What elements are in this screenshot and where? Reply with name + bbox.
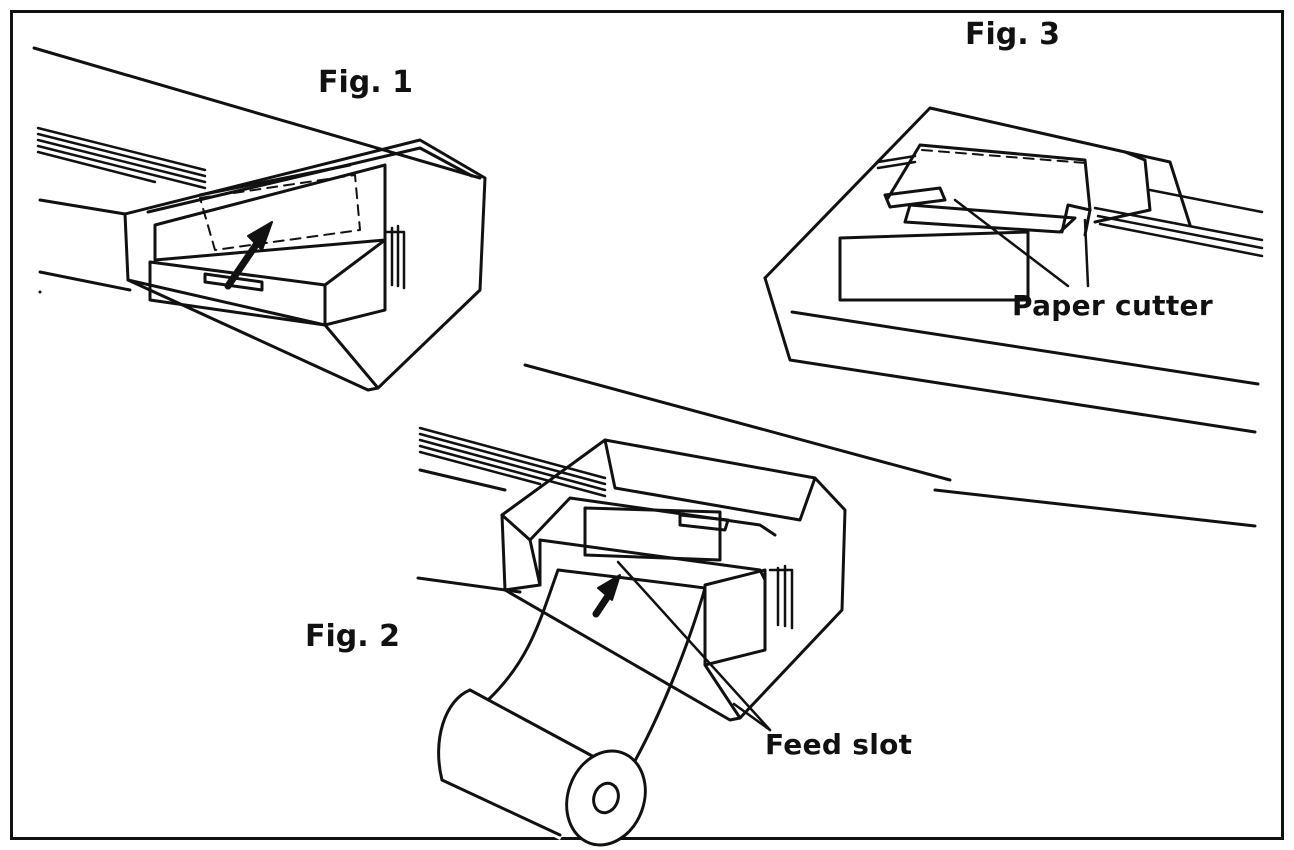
fig2-left-block (500, 513, 542, 592)
fig2-body-lower-edge (416, 576, 522, 594)
feed-slot-leader-2 (732, 702, 772, 732)
fig3-rail-stripes (876, 154, 1264, 258)
fig1-rail-stripes (36, 126, 207, 190)
fig2-right-block-edge (703, 663, 742, 720)
fig1-body-mid-edge (38, 198, 127, 216)
diagram-frame (10, 10, 1284, 840)
fig2-inner-cover (583, 506, 722, 562)
fig3-left-arm (883, 186, 947, 209)
fig1-title: Fig. 1 (318, 65, 413, 100)
fig1-side-ribs (383, 224, 406, 290)
fig1-printer-housing (123, 138, 487, 392)
fig1-base-edge (126, 278, 380, 390)
fig3-front-seam (790, 310, 1260, 386)
fig3-body-lower-edge (933, 488, 1257, 528)
fig2-lid-top (603, 438, 817, 522)
feed-slot-label: Feed slot (765, 728, 913, 761)
paper-cutter-label: Paper cutter (1012, 289, 1213, 322)
paper-sheet-top-edge (556, 568, 707, 590)
fig2-body-top-edge (523, 363, 952, 482)
fig2-frame-back (528, 496, 777, 542)
fig1-body-top-edge (32, 46, 482, 180)
fig2-title: Fig. 2 (305, 619, 400, 654)
fig1-side-block (323, 238, 387, 327)
fig1-paper-outline (199, 174, 361, 251)
fig1-printer-drawing (32, 46, 487, 392)
fig1-body-lower-edge (38, 270, 132, 292)
fig3-cutter-blade (903, 203, 1077, 234)
roll-core (592, 781, 620, 815)
paper-sheet-left-edge (486, 568, 560, 702)
fig1-arrow-head (247, 221, 273, 251)
fig2-frame-front (538, 538, 767, 587)
fig3-housing-front (763, 276, 1257, 434)
paper-cutter-leader-1 (953, 198, 1070, 288)
fig3-housing-top (763, 106, 1192, 280)
fig3-lid-panel (838, 230, 1030, 302)
fig2-printer-drawing (416, 363, 952, 722)
roll-body-fill (440, 690, 598, 840)
fig1-housing-top-rim (146, 146, 474, 214)
fig3-cutter-clip (1060, 203, 1092, 237)
fig1-lever (203, 272, 264, 292)
fig3-dashed-edge (921, 149, 1087, 164)
fig3-paper-cover (886, 143, 1092, 212)
fig2-side-ribs (768, 564, 794, 630)
fig2-rail-stripes (418, 426, 607, 498)
speck (38, 290, 42, 294)
roll-left-end (437, 688, 472, 782)
fig2-body-mid-edge (418, 468, 507, 492)
fig1-lid-back (198, 163, 352, 197)
fig2-right-block (703, 568, 767, 667)
roll-end-face (565, 749, 647, 847)
paper-roll (437, 568, 707, 847)
paper-cutter-leader-2 (1083, 218, 1090, 288)
feed-slot-leader-1 (616, 560, 772, 732)
fig3-right-arm (1093, 150, 1152, 224)
roll-bottom-line (440, 778, 562, 837)
fig2-arrow-head (597, 574, 621, 601)
fig3-printer-drawing (763, 106, 1264, 528)
paper-sheet-right-edge (622, 586, 707, 782)
fig2-printer-housing (500, 438, 847, 722)
fig2-tab (678, 513, 730, 532)
fig3-title: Fig. 3 (965, 17, 1060, 52)
roll-top-line (468, 688, 598, 760)
